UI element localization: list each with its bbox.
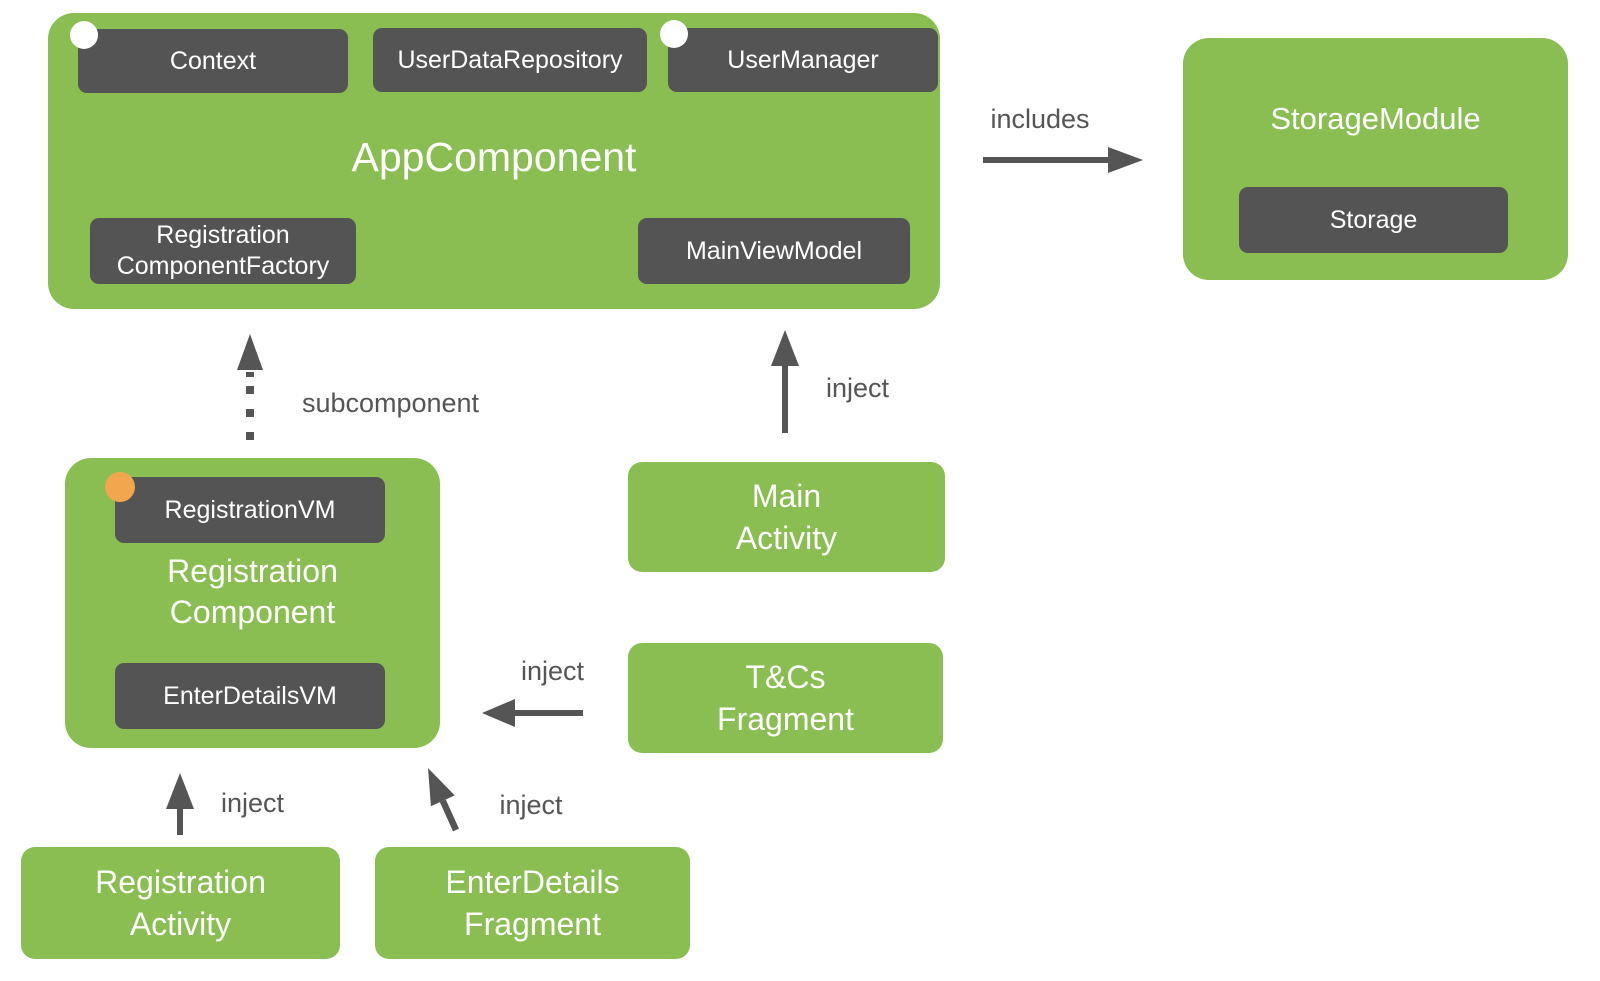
registration-component-title-line1: Registration — [167, 553, 338, 589]
storage-label: Storage — [1329, 205, 1418, 234]
singleton-scope-dot-user-manager — [660, 20, 688, 48]
enter-details-fragment-line2: Fragment — [464, 906, 601, 942]
user-data-repository-label: UserDataRepository — [397, 45, 623, 74]
registration-component-title: Registration Component — [65, 551, 440, 633]
subcomponent-label: subcomponent — [301, 388, 480, 418]
enter-details-inject-arrow — [428, 768, 459, 832]
registration-activity-line2: Activity — [129, 906, 232, 942]
user-data-repository-box: UserDataRepository — [373, 28, 647, 92]
registration-activity-inject-arrow — [166, 773, 194, 835]
inject-arrow-head — [166, 773, 194, 809]
enter-details-fragment-box: EnterDetails Fragment — [375, 847, 690, 959]
tcs-fragment-line2: Fragment — [717, 701, 854, 737]
inject-arrow-head — [428, 768, 455, 807]
storage-box: Storage — [1239, 187, 1508, 253]
main-view-model-label: MainViewModel — [685, 236, 862, 265]
registration-component-title-line2: Component — [169, 594, 336, 630]
user-manager-label: UserManager — [727, 45, 879, 74]
enter-details-fragment-line1: EnterDetails — [445, 864, 620, 900]
inject-arrow-head — [482, 699, 515, 727]
registration-component-factory-line1: Registration — [156, 221, 290, 249]
registration-activity-box: Registration Activity — [21, 847, 340, 959]
includes-arrow — [983, 147, 1143, 173]
singleton-scope-dot-context — [70, 21, 98, 49]
main-activity-inject-arrow — [771, 330, 799, 433]
main-view-model-box: MainViewModel — [638, 218, 910, 284]
main-activity-line1: Main — [751, 478, 822, 514]
main-activity-box: Main Activity — [628, 462, 945, 572]
includes-arrow-head — [1108, 147, 1143, 173]
subcomponent-arrow-head — [237, 334, 263, 370]
subcomponent-arrow-dash — [246, 372, 254, 377]
subcomponent-arrow — [237, 334, 263, 440]
inject-arrow-head — [771, 330, 799, 366]
activity-scope-dot-registration-vm — [105, 472, 135, 502]
tcs-inject-arrow — [482, 699, 583, 727]
registration-vm-box: RegistrationVM — [115, 477, 385, 543]
user-manager-box: UserManager — [668, 28, 938, 92]
tcs-fragment-box: T&Cs Fragment — [628, 643, 943, 753]
storage-module-title: StorageModule — [1270, 101, 1481, 136]
enter-details-vm-label: EnterDetailsVM — [163, 681, 337, 710]
app-component-title: AppComponent — [351, 134, 637, 180]
registration-vm-label: RegistrationVM — [164, 495, 336, 524]
context-box: Context — [78, 29, 348, 93]
inject-main-label: inject — [825, 373, 890, 403]
registration-component-factory-line2: ComponentFactory — [116, 252, 330, 280]
inject-registration-label: inject — [220, 788, 285, 818]
inject-arrow-shaft — [439, 799, 459, 832]
registration-activity-line1: Registration — [95, 864, 266, 900]
registration-component-factory-box: Registration ComponentFactory — [90, 218, 356, 284]
inject-enter-details-label: inject — [499, 790, 563, 820]
inject-tcs-label: inject — [520, 656, 585, 686]
context-label: Context — [169, 46, 257, 75]
enter-details-vm-box: EnterDetailsVM — [115, 663, 385, 729]
includes-label: includes — [990, 104, 1090, 134]
main-activity-line2: Activity — [735, 520, 838, 556]
tcs-fragment-line1: T&Cs — [745, 659, 826, 695]
